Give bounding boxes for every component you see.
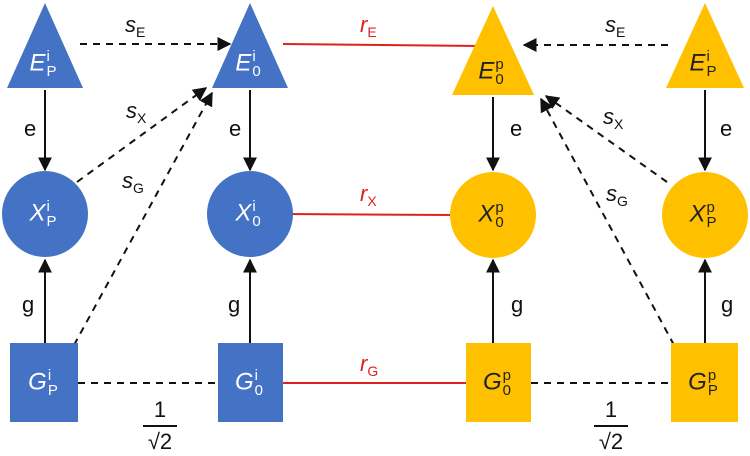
label-e-1: e bbox=[24, 116, 37, 141]
node-G-P-i-square bbox=[10, 343, 78, 422]
node-E-P-p-triangle bbox=[666, 3, 744, 88]
label-sX-right: sX bbox=[603, 104, 624, 132]
arrow-sG-left bbox=[73, 91, 213, 346]
fraction-numerator: 1 bbox=[153, 397, 167, 422]
node-G-0-p-square bbox=[466, 343, 531, 422]
node-E-P-i-triangle bbox=[7, 3, 83, 88]
label-sE-left: sE bbox=[125, 12, 146, 40]
label-sX-left: sX bbox=[126, 98, 147, 126]
node-G-P-p-square bbox=[671, 343, 738, 422]
weight-fraction-left: 1 √2 bbox=[143, 397, 177, 455]
arrow-sX-left bbox=[76, 87, 208, 183]
node-G-0-i-square bbox=[218, 343, 283, 422]
fraction-denominator: √2 bbox=[147, 429, 173, 454]
node-X-P-p-circle bbox=[662, 172, 748, 258]
label-sE-right: sE bbox=[605, 12, 626, 40]
link-rX bbox=[283, 213, 457, 216]
arrow-sX-right bbox=[544, 95, 668, 183]
node-X-0-p-circle bbox=[450, 172, 536, 258]
node-X-P-i-circle bbox=[2, 171, 88, 257]
node-E-0-p-triangle bbox=[452, 6, 534, 95]
label-g-1: g bbox=[22, 292, 35, 317]
label-sG-right: sG bbox=[606, 181, 628, 209]
fraction-bar bbox=[594, 425, 628, 427]
label-g-2: g bbox=[228, 292, 241, 317]
label-rG: rG bbox=[360, 351, 379, 379]
arrow-sG-right bbox=[540, 97, 675, 346]
label-e-4: e bbox=[720, 116, 733, 141]
label-e-2: e bbox=[229, 116, 242, 141]
label-g-3: g bbox=[511, 292, 524, 317]
link-rE bbox=[282, 43, 481, 47]
fraction-numerator: 1 bbox=[604, 397, 618, 422]
node-X-0-i-circle bbox=[207, 171, 293, 257]
label-e-3: e bbox=[510, 116, 523, 141]
fraction-denominator: √2 bbox=[598, 429, 624, 454]
label-rX: rX bbox=[360, 181, 377, 209]
label-rE: rE bbox=[360, 12, 377, 40]
weight-fraction-right: 1 √2 bbox=[594, 397, 628, 455]
fraction-bar bbox=[143, 425, 177, 427]
node-E-0-i-triangle bbox=[212, 3, 288, 88]
label-sG-left: sG bbox=[122, 168, 144, 196]
label-g-4: g bbox=[721, 292, 734, 317]
